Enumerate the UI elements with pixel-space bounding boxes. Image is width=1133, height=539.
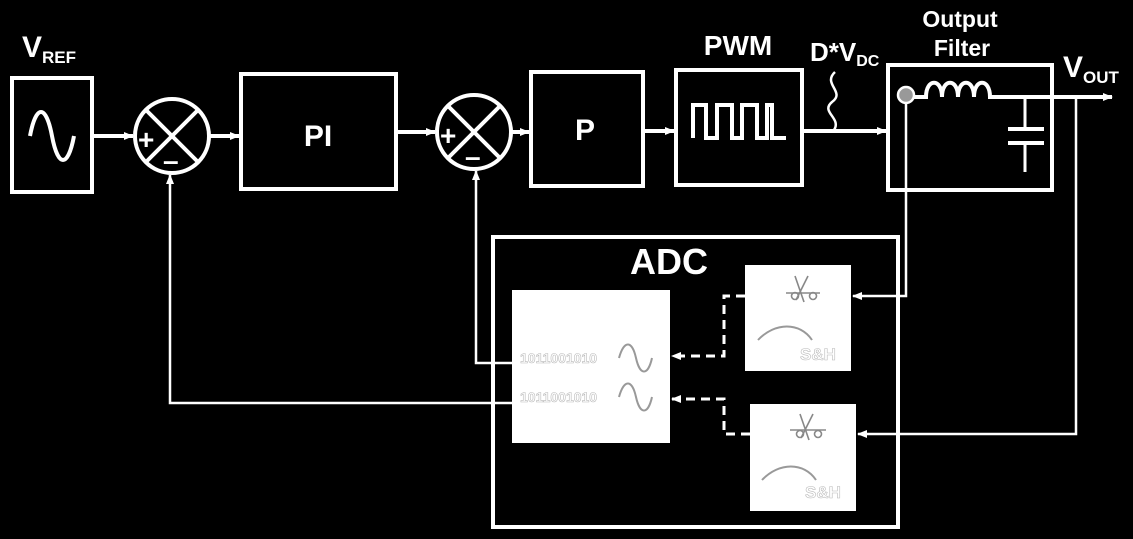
sample-hold-label-1: S&H [800,345,836,364]
p-label: P [575,114,595,147]
inductor-icon [914,80,1076,99]
summing-junction-1: + – [133,97,211,176]
switch-icon-1 [786,275,820,303]
converter-box [512,290,670,443]
pwm-block [674,68,804,187]
adc-block [491,235,900,529]
pwm-label: PWM [704,30,772,61]
sampled-signal-wires [671,294,750,436]
plus-sign: + [440,120,456,151]
output-filter-label-line2: Filter [934,35,990,61]
vref-label: VREF [22,31,76,67]
minus-sign: – [465,141,481,172]
switch-icon-2 [790,413,826,441]
adc-label: ADC [630,241,708,282]
capacitor-icon [1008,97,1044,172]
sample-hold-label-2: S&H [805,483,841,502]
pi-label: PI [304,120,332,153]
sine-wave-icon [28,110,76,162]
duty-voltage-label: D*VDC [810,37,880,70]
vout-label: VOUT [1063,51,1120,87]
duty-voltage-pointer [827,71,838,131]
plus-sign: + [138,124,154,155]
digital-output-1: 1011001010 [520,350,597,366]
hold-arc-icon-2 [761,465,817,481]
minus-sign: – [163,145,179,176]
feedback-wires [166,97,1078,438]
hold-arc-icon-1 [757,325,813,341]
analog-wave-icon-1 [618,343,653,373]
analog-wave-icon-2 [618,382,653,412]
output-filter-block [886,63,1054,192]
forward-signal-wires [92,93,1113,140]
output-filter-label: Output [922,6,998,32]
pwm-square-wave-icon [691,103,786,140]
current-sense-node [896,85,916,105]
digital-output-2: 1011001010 [520,389,597,405]
summing-junction-2: + – [435,93,513,172]
